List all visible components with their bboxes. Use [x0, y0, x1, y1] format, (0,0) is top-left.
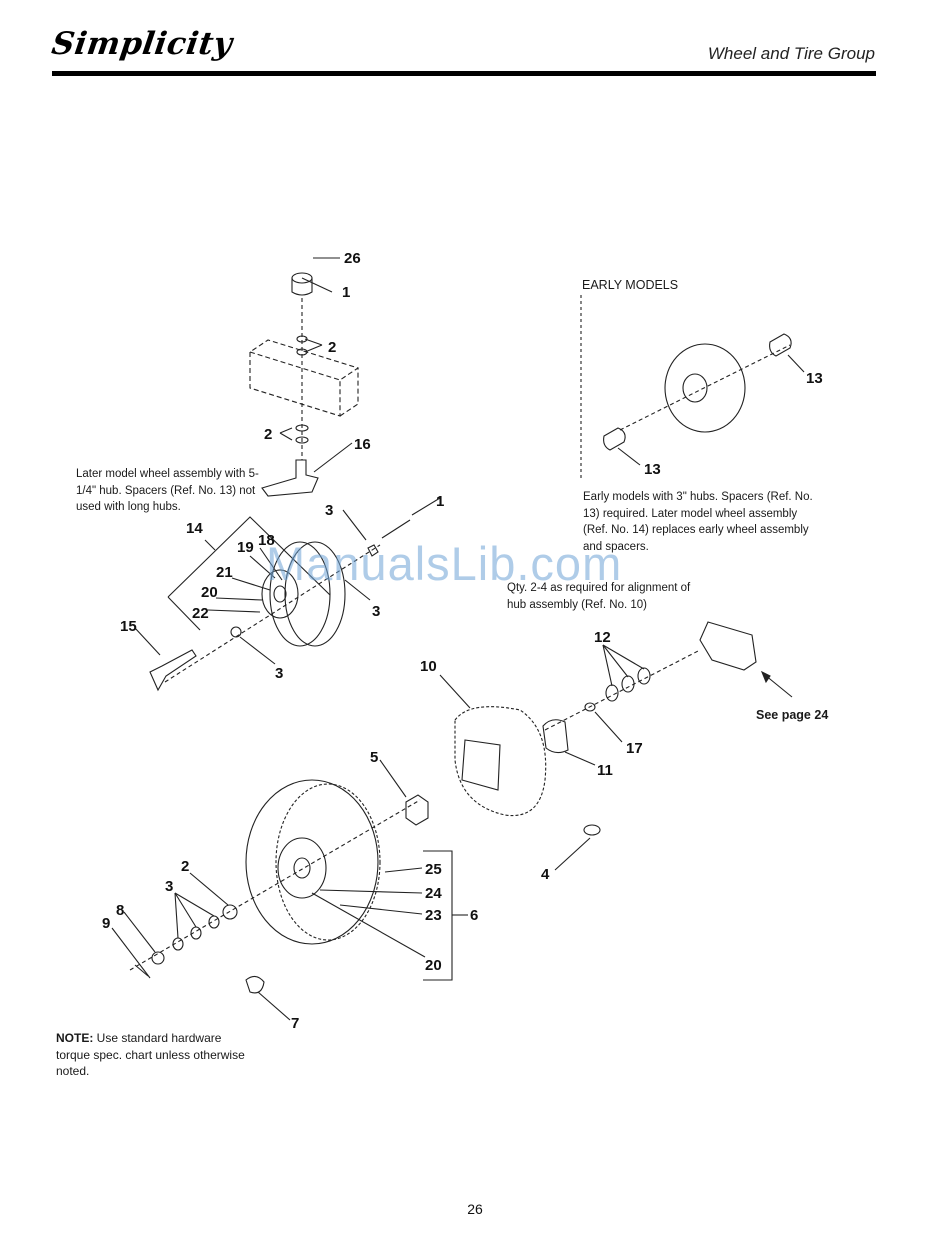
spacer-13-upper — [769, 333, 792, 357]
callout-25: 25 — [425, 861, 442, 878]
torque-note: NOTE: Use standard hardware torque spec.… — [56, 1030, 256, 1080]
callout-6: 6 — [470, 907, 478, 924]
later-model-note: Later model wheel assembly with 5-1/4" h… — [76, 468, 259, 513]
callout-19: 19 — [237, 539, 254, 556]
callout-1: 1 — [436, 493, 444, 510]
clip-7 — [245, 975, 265, 994]
callout-11: 11 — [597, 762, 613, 779]
callout-10: 10 — [420, 658, 437, 675]
pin-4 — [583, 824, 601, 836]
rim-hub — [277, 837, 327, 899]
callout-3: 3 — [275, 665, 283, 682]
callout-1: 1 — [342, 284, 350, 301]
callout-24: 24 — [425, 885, 442, 902]
callout-16: 16 — [354, 436, 371, 453]
callout-7: 7 — [291, 1015, 299, 1032]
bracket-14 — [167, 516, 331, 598]
callout-17: 17 — [626, 740, 643, 757]
header-rule — [52, 71, 876, 76]
callout-3: 3 — [165, 878, 173, 895]
bushing-11 — [542, 719, 569, 754]
axle-bracket — [699, 621, 757, 671]
callout-15: 15 — [120, 618, 137, 635]
callout-13: 13 — [806, 370, 823, 387]
callout-5: 5 — [370, 749, 378, 766]
torque-note-label: NOTE: — [56, 1031, 94, 1045]
early-wheel — [664, 343, 746, 433]
watermark: ManualsLib.com — [266, 537, 623, 590]
axle-housing — [248, 339, 360, 381]
section-title: Wheel and Tire Group — [707, 44, 875, 63]
see-page-note: See page 24 — [756, 708, 829, 722]
callout-3: 3 — [325, 502, 333, 519]
callout-8: 8 — [116, 902, 124, 919]
later-wheel-tire — [269, 541, 331, 647]
nut-5 — [405, 794, 429, 826]
callout-9: 9 — [102, 915, 110, 932]
early-models-note: Early models with 3" hubs. Spacers (Ref.… — [583, 491, 813, 553]
early-models-heading: EARLY MODELS — [582, 278, 679, 292]
quantity-note: Qty. 2-4 as required for alignment of hu… — [507, 582, 691, 611]
callout-2: 2 — [181, 858, 189, 875]
nut-8 — [151, 951, 165, 965]
tire-6 — [245, 779, 379, 945]
callout-2: 2 — [328, 339, 336, 356]
callout-4: 4 — [541, 866, 550, 883]
callout-18: 18 — [258, 532, 275, 549]
spacer-13-lower — [603, 427, 626, 451]
callout-12: 12 — [594, 629, 611, 646]
callout-13: 13 — [644, 461, 661, 478]
callout-20: 20 — [425, 957, 442, 974]
callout-26: 26 — [344, 250, 361, 267]
bushing-body — [291, 278, 313, 296]
callout-3: 3 — [372, 603, 380, 620]
torque-note-text: Use standard hardware torque spec. chart… — [56, 1031, 245, 1078]
callout-2: 2 — [264, 426, 272, 443]
callout-23: 23 — [425, 907, 442, 924]
spindle-part-16 — [261, 459, 319, 497]
callout-14: 14 — [186, 520, 203, 537]
callout-21: 21 — [216, 564, 233, 581]
page-number: 26 — [467, 1201, 483, 1217]
bolt-15 — [149, 649, 197, 692]
hub-assembly-10 — [454, 706, 547, 817]
callout-22: 22 — [192, 605, 209, 622]
callout-20: 20 — [201, 584, 218, 601]
